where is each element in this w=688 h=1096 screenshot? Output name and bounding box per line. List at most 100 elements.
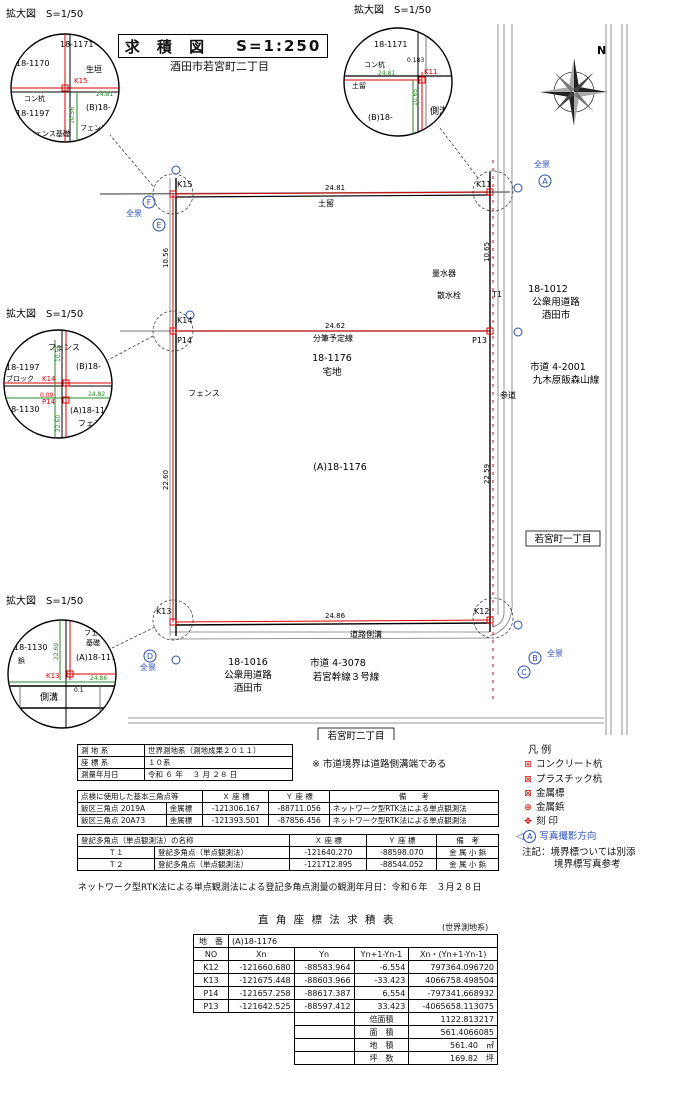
detail-circles [107,127,514,649]
label-fence: フェンス [188,389,220,398]
red-boundary-lines [172,160,494,700]
d1-post: コン杭 [24,94,45,103]
d3-d3: 22.60 [55,415,62,432]
south-road1: 市道 4-3078 [310,657,366,669]
d4-d1: 22.60 [53,643,60,660]
photo-d: D [147,652,153,661]
d1-p2: 18-1170 [16,59,49,68]
photo-c: C [521,668,527,677]
enlarge-label-3: 拡大図 S=1/50 [6,307,83,320]
photo-a: A [542,177,548,186]
dim-top: 24.81 [325,184,345,192]
east-road-lines [489,24,628,735]
plastic-post-icon: ⊠ [524,774,532,785]
svg-text:N: N [597,44,606,57]
coord-table-system: (世界測地系) [442,923,489,932]
label-wakamiya2: 若宮町二丁目 [327,730,384,740]
d3-d0: 0.09 [40,392,54,399]
dim-bottom: 24.86 [325,612,346,620]
table-row: NO Xn Yn Yn+1-Yn-1 Xn・(Yn+1-Yn-1) [193,947,498,961]
drawing-scale: S=1:250 [236,37,322,55]
south-road2: 若宮幹線３号線 [313,671,380,683]
dim-left-upper: 10.56 [162,247,170,268]
d3-a: (A)18-1176 [70,406,115,415]
parcel-a: (A)18-1176 [313,462,367,473]
drawing-location: 酒田市若宮町二丁目 [170,60,269,73]
d2-ditch: 側溝 [430,105,448,117]
d3-fence-base: 基礎 [86,429,102,439]
dim-right-lower: 22.59 [483,464,491,484]
d1-fence-base: フェンス基礎 [28,129,70,138]
d4-d0: 0.1 [74,687,84,694]
dim-mid: 24.62 [325,322,345,330]
east-road2: 九木原飯森山線 [533,374,600,386]
label-dourosokko: 道路側溝 [350,629,382,639]
d3-pt2: P14 [42,398,56,406]
label-meter: 量水器 [432,268,456,278]
point-k11: K11 [476,180,491,189]
table-row: 測 地 系世界測地系（測地成果２０１１） [77,744,293,757]
d2-p1: 18-1171 [374,40,407,49]
legend-note-2: 境界標写真参考 [554,859,621,871]
east-parcel: 18-1012 [528,284,568,295]
legend-item: ⊠金属標 [522,787,636,801]
d2-post: コン杭 [364,60,385,69]
d3-pt1: K14 [42,375,56,383]
base-points-table: 点検に使用した基本三角点等 Ｘ 座 標 Ｙ 座 標 備 考 飯区三角点 2019… [76,790,500,827]
d1-d2: 10.56 [69,107,76,124]
d4-a: (A)18-1176 [76,653,121,662]
d3-fence: フェンス [48,343,80,352]
south-parcel: 18-1016 [228,657,268,668]
d4-ditch: 側溝 [40,691,58,703]
survey-drawing: 拡大図 S=1/50 拡大図 S=1/50 拡大図 S=1/50 拡大図 S=1… [3,3,628,740]
legend-item: ⊕金属鋲 [522,801,636,815]
d4-mark: 鋲 [18,656,25,665]
east-road1: 市道 4-2001 [530,361,586,373]
enlarge-label-2: 拡大図 S=1/50 [354,3,431,16]
d1-p1: 18-1171 [60,40,93,49]
label-sando: 参道 [500,390,516,400]
south-road-lines [128,631,604,724]
corner-markers [169,188,494,626]
d3-d2: 10.56 [55,345,62,362]
detail-2: 18-1171 コン杭 0.183 24.81 10.65 土留 (B)18- … [343,27,453,137]
d3-p1: 18-1197 [6,363,39,372]
east-owner: 酒田市 [542,309,571,321]
table-row: 地 番(A)18-1176 [193,934,498,948]
label-tomezumi: 土留 [318,198,334,208]
d4-fence-base: 基礎 [86,638,100,647]
photo-markers [171,165,523,665]
d1-b: (B)18- [86,103,111,112]
zenkei-f: 全景 [126,208,142,218]
d1-pt: K15 [74,77,88,85]
d3-block: ブロック [6,374,34,383]
d4-d2: 24.86 [90,675,107,682]
survey-date-note: ネットワーク型RTK法による単点観測法による登記多角点測量の観測年月日：令和６年… [78,883,482,893]
legend-item: ⊠プラスチック杭 [522,773,636,787]
zenkei-b: 全景 [547,648,563,658]
drawing-title: 求 積 図 S=1:250 [118,34,328,58]
photo-e: E [156,221,161,230]
metal-marker-icon: ⊠ [524,788,532,799]
coord-area-table: 地 番(A)18-1176 NO Xn Yn Yn+1-Yn-1 Xn・(Yn+… [193,934,498,1065]
detail-3: フェンス 18-1197 ブロック (B)18- 18-1130 24.82 0… [3,329,115,439]
east-use: 公衆用道路 [532,296,580,308]
legend-title: 凡 例 [528,745,552,756]
zenkei-d: 全景 [140,662,156,672]
point-k13: K13 [156,607,171,616]
parcel-boundary [99,172,511,636]
enlarge-label-1: 拡大図 S=1/50 [6,7,83,20]
detail-1: 18-1171 18-1170 18-1197 生垣 コン杭 (B)18- フェ… [10,33,120,143]
